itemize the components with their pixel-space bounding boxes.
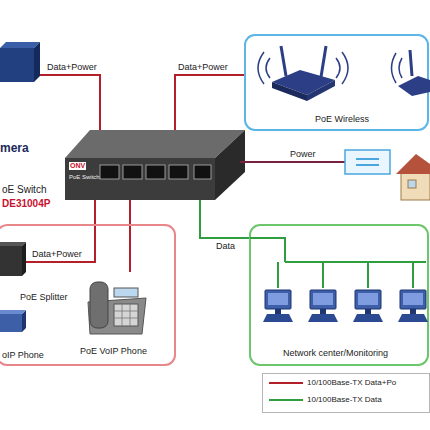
cable-connector [200,200,250,238]
wireless-node: PoE Wireless [245,35,428,130]
node-text: oIP Phone [2,350,44,360]
diagram-label: Power [290,149,316,159]
wireless-region [245,35,428,130]
legend-text: 10/100Base-TX Data+Po [307,378,396,387]
node-text: PoE VoIP Phone [80,346,147,356]
legend-row: 10/100Base-TX Data+Po [263,374,429,391]
power-wire [240,161,345,163]
legend-row: 10/100Base-TX Data [263,391,429,408]
legend-text: 10/100Base-TX Data [307,395,382,404]
computer-icon [263,290,293,322]
legend-line-sample [269,397,303,403]
network-bus [250,238,426,288]
voip-phone-node: oIP Phone [0,312,24,334]
splitter-node: PoE Splitter [0,244,24,278]
diagram-label: DE31004P [2,198,50,210]
diagram-label: oE Switch [2,184,46,196]
node-text: Network center/Monitoring [283,348,388,358]
camera-node: mera [0,42,40,82]
edge-label: Data+Power [176,62,230,72]
edge-label: Data+Power [30,249,84,259]
switch-node: ONV PoE Switch [65,158,215,200]
camera-icon [0,42,40,82]
cable-connector [129,200,131,272]
phone-region [0,225,175,365]
network-region [250,225,428,365]
node-text: mera [0,142,29,156]
node-text: PoE Switch [69,174,100,181]
node-text: ONV [69,162,86,170]
computer-icon [398,290,428,322]
node-text: PoE Wireless [315,114,369,124]
cable-connector [24,200,95,262]
voip-phone-icon [0,310,26,332]
access-point-icon [392,50,430,96]
computer-icon [353,290,383,322]
edge-label: Data [214,241,237,251]
access-point-icon [258,46,348,101]
legend-line-sample [269,380,303,386]
poe-switch-icon [65,130,245,200]
house-icon [396,154,430,200]
legend-box: 10/100Base-TX Data+Po 10/100Base-TX Data [262,373,430,413]
power-adapter-icon [345,150,390,174]
splitter-icon [0,242,26,276]
node-text: PoE Splitter [20,292,68,302]
edge-label: Data+Power [45,62,99,72]
computer-icon [308,290,338,322]
voip-phone-node: PoE VoIP Phone [85,272,147,334]
voip-phone-icon [88,282,146,334]
network-node: Network center/Monitoring [250,225,428,365]
